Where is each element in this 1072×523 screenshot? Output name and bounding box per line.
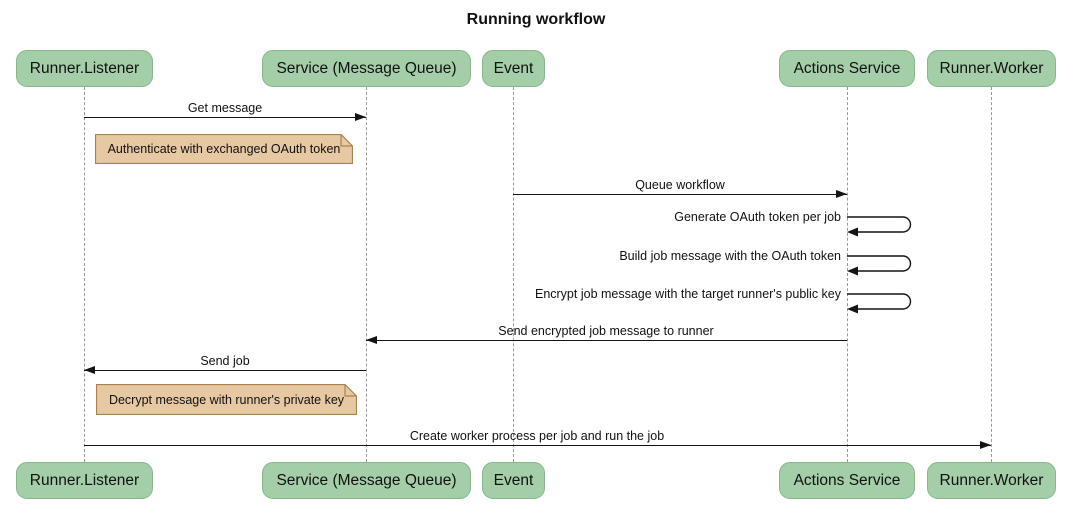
- note-text: Authenticate with exchanged OAuth token: [107, 142, 341, 156]
- message-line: [84, 370, 366, 371]
- note-shape-icon: [95, 134, 353, 164]
- participant-bottom-event: Event: [482, 462, 545, 499]
- arrowhead-left-icon: [366, 336, 377, 344]
- lifeline-runner-worker: [991, 87, 992, 462]
- message-label: Generate OAuth token per job: [674, 210, 841, 224]
- participant-bottom-runner-listener: Runner.Listener: [16, 462, 153, 499]
- message-label: Build job message with the OAuth token: [619, 249, 841, 263]
- message-line: [84, 445, 991, 446]
- self-loop-icon: [847, 216, 912, 237]
- participant-top-runner-worker: Runner.Worker: [927, 50, 1056, 87]
- lifeline-service-message-queue: [366, 87, 367, 462]
- message-label: Encrypt job message with the target runn…: [534, 287, 841, 301]
- note-authenticate: Authenticate with exchanged OAuth token: [95, 134, 353, 164]
- lifeline-actions-service: [847, 87, 848, 462]
- participant-bottom-actions-service: Actions Service: [779, 462, 915, 499]
- message-line: [513, 194, 847, 195]
- message-label: Create worker process per job and run th…: [409, 429, 665, 443]
- lifeline-runner-listener: [84, 87, 85, 462]
- note-shape-icon: [96, 384, 357, 415]
- participant-top-runner-listener: Runner.Listener: [16, 50, 153, 87]
- lifeline-event: [513, 87, 514, 462]
- message-label: Send encrypted job message to runner: [498, 324, 714, 338]
- message-label: Send job: [200, 354, 250, 368]
- arrowhead-right-icon: [980, 441, 991, 449]
- note-decrypt: Decrypt message with runner's private ke…: [96, 384, 357, 415]
- self-loop-icon: [847, 255, 912, 276]
- participant-bottom-service-message-queue: Service (Message Queue): [262, 462, 471, 499]
- participant-top-actions-service: Actions Service: [779, 50, 915, 87]
- participant-bottom-runner-worker: Runner.Worker: [927, 462, 1056, 499]
- arrowhead-left-icon: [84, 366, 95, 374]
- self-loop-icon: [847, 293, 912, 314]
- participant-top-event: Event: [482, 50, 545, 87]
- note-text: Decrypt message with runner's private ke…: [108, 392, 345, 407]
- message-label: Queue workflow: [635, 178, 725, 192]
- message-label: Get message: [187, 101, 263, 115]
- message-line: [366, 340, 847, 341]
- arrowhead-right-icon: [355, 113, 366, 121]
- diagram-title: Running workflow: [466, 11, 606, 28]
- message-line: [84, 117, 366, 118]
- arrowhead-right-icon: [836, 190, 847, 198]
- participant-top-service-message-queue: Service (Message Queue): [262, 50, 471, 87]
